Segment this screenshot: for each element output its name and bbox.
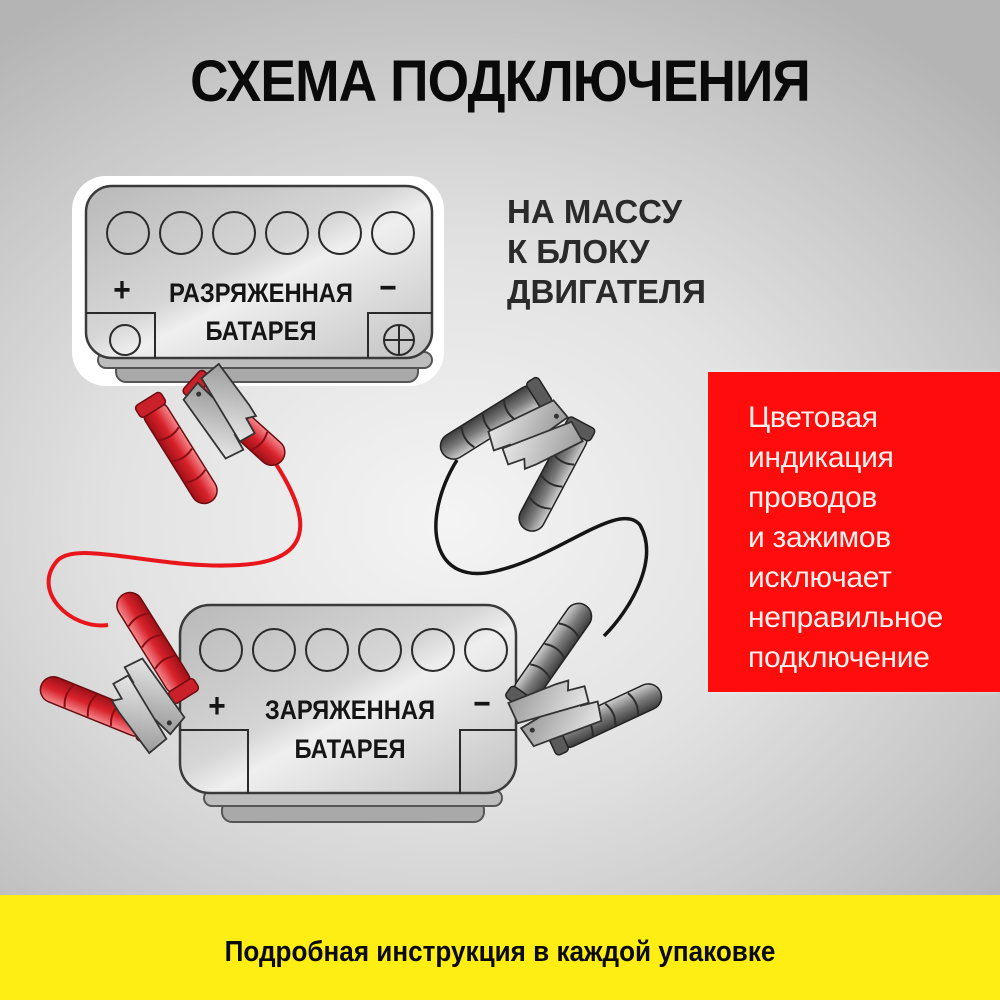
ground-note-line2: К БЛОКУ — [507, 233, 650, 270]
discharged-battery-label-line1: РАЗРЯЖЕННАЯ — [168, 278, 354, 308]
charged-minus-sign: − — [473, 685, 491, 723]
info-line: Цветовая — [748, 401, 878, 434]
ground-note: НА МАССУ К БЛОКУ ДВИГАТЕЛЯ — [507, 192, 706, 312]
charged-battery-label-line1: ЗАРЯЖЕННАЯ — [264, 695, 436, 725]
charged-battery-graphic — [178, 603, 518, 823]
info-line: проводов — [748, 481, 877, 514]
info-line: исключает — [748, 561, 892, 594]
info-line: подключение — [748, 641, 930, 674]
color-coding-info-box: Цветовая индикация проводов и зажимов ис… — [708, 372, 1000, 692]
discharged-minus-sign: − — [379, 269, 397, 307]
discharged-battery-label-line2: БАТАРЕЯ — [205, 316, 317, 346]
footer-text: Подробная инструкция в каждой упаковке — [224, 936, 776, 968]
footer-banner: Подробная инструкция в каждой упаковке — [0, 895, 1000, 1000]
positive-cable — [46, 456, 303, 628]
discharged-battery-graphic — [72, 176, 444, 386]
info-line: индикация — [748, 441, 894, 474]
info-line: и зажимов — [748, 521, 891, 554]
ground-note-line3: ДВИГАТЕЛЯ — [507, 273, 706, 310]
charged-battery-label-line2: БАТАРЕЯ — [294, 734, 406, 764]
info-line: неправильное — [748, 601, 944, 634]
page-title: СХЕМА ПОДКЛЮЧЕНИЯ — [190, 49, 811, 114]
ground-note-line1: НА МАССУ — [507, 193, 683, 230]
negative-cable — [434, 459, 649, 638]
discharged-plus-sign: + — [113, 271, 131, 309]
charged-plus-sign: + — [208, 687, 226, 725]
